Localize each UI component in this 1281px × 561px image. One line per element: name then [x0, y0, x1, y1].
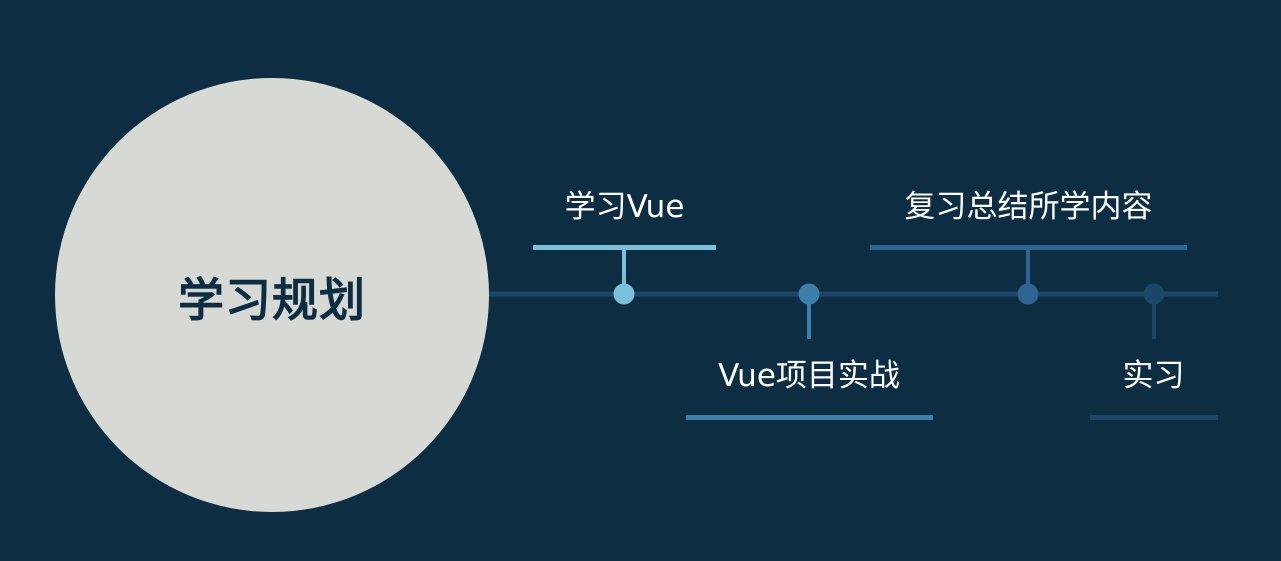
step-1-node: [613, 283, 635, 305]
main-title: 学习规划: [178, 273, 366, 327]
step-1-label: 学习Vue: [564, 189, 685, 225]
step-2-label: Vue项目实战: [718, 358, 900, 394]
step-4-node: [1143, 283, 1165, 305]
step-2-node: [798, 283, 820, 305]
step-4-label: 实习: [1122, 358, 1185, 394]
step-3-node: [1017, 283, 1039, 305]
step-3-label: 复习总结所学内容: [904, 189, 1153, 225]
title-circle: 学习规划: [55, 78, 489, 512]
